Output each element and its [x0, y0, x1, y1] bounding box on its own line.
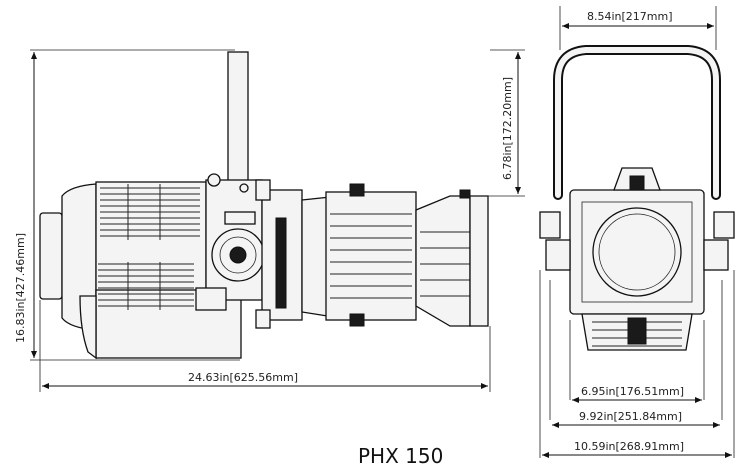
- dimension-label-width-a: 6.95in[176.51mm]: [581, 385, 684, 398]
- dimension-label-total-length: 24.63in[625.56mm]: [188, 371, 298, 384]
- front-view-fixture-icon: [539, 45, 735, 351]
- dimension-label-total-height: 16.83in[427.46mm]: [14, 233, 27, 343]
- dimension-label-front-height: 6.78in[172.20mm]: [501, 77, 514, 180]
- dimension-label-width-b: 9.92in[251.84mm]: [579, 410, 682, 423]
- dimension-label-yoke-width: 8.54in[217mm]: [587, 10, 673, 23]
- dimension-label-width-c: 10.59in[268.91mm]: [574, 440, 684, 453]
- side-view-fixture-icon: [39, 51, 489, 360]
- model-name: PHX 150: [358, 444, 443, 466]
- extension-lines: [30, 6, 735, 458]
